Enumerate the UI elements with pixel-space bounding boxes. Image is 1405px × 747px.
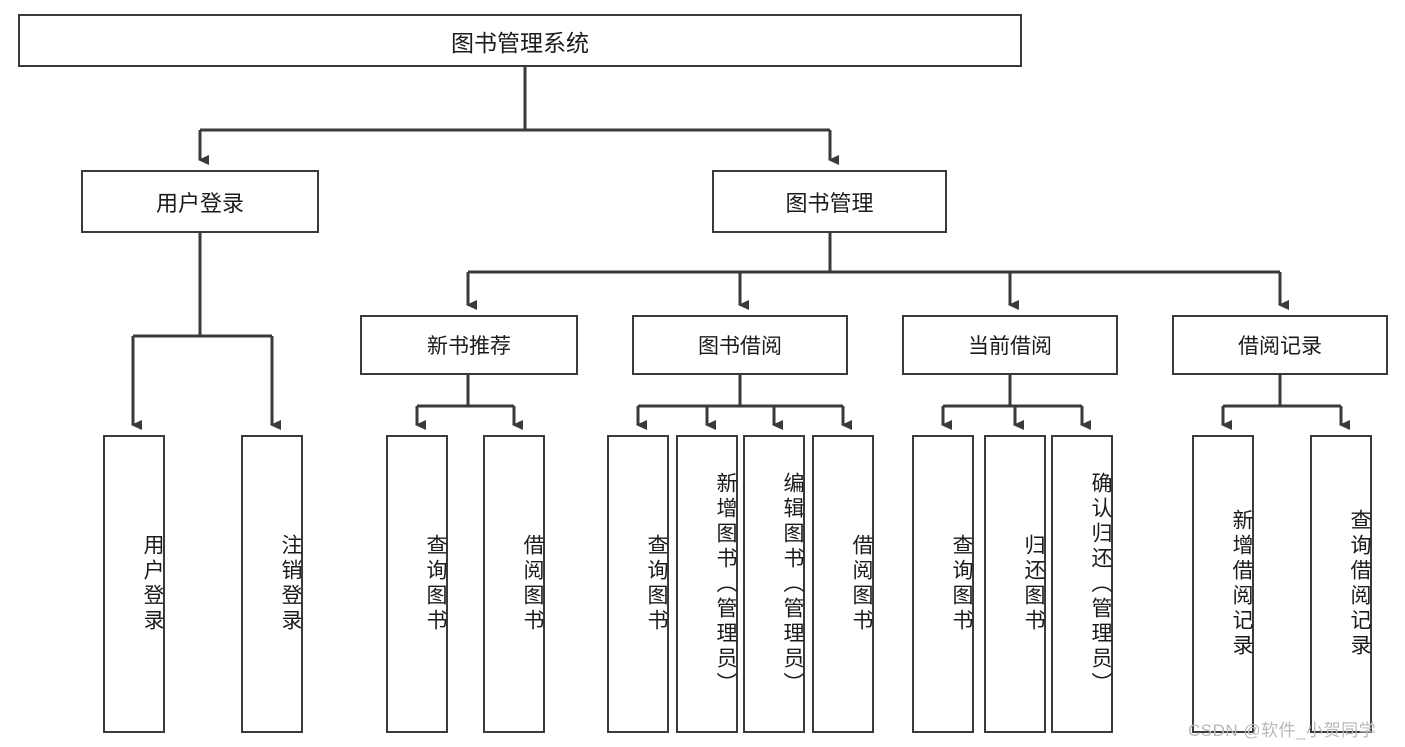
leaf-confirm-return-admin[interactable]: 确认归还（管理员） <box>1051 435 1113 733</box>
leaf-add-book-admin[interactable]: 新增图书（管理员） <box>676 435 738 733</box>
node-book-management[interactable]: 图书管理 <box>712 170 947 233</box>
leaf-query-books-borrow[interactable]: 查询图书 <box>607 435 669 733</box>
leaf-borrow-books[interactable]: 借阅图书 <box>812 435 874 733</box>
leaf-label: 借阅图书 <box>521 534 544 634</box>
leaf-query-borrow-record[interactable]: 查询借阅记录 <box>1310 435 1372 733</box>
leaf-label: 注销登录 <box>279 534 302 634</box>
leaf-label: 新增借阅记录 <box>1230 509 1253 659</box>
leaf-label: 编辑图书（管理员） <box>781 471 804 697</box>
node-root-system[interactable]: 图书管理系统 <box>18 14 1022 67</box>
leaf-edit-book-admin[interactable]: 编辑图书（管理员） <box>743 435 805 733</box>
csdn-watermark: CSDN @软件_小贺同学 <box>1188 721 1377 740</box>
node-new-book-recommend[interactable]: 新书推荐 <box>360 315 578 375</box>
leaf-label: 查询图书 <box>424 534 447 634</box>
leaf-label: 新增图书（管理员） <box>714 471 737 697</box>
node-current-borrow[interactable]: 当前借阅 <box>902 315 1118 375</box>
node-user-login[interactable]: 用户登录 <box>81 170 319 233</box>
leaf-label: 查询图书 <box>950 534 973 634</box>
leaf-add-borrow-record[interactable]: 新增借阅记录 <box>1192 435 1254 733</box>
leaf-label: 用户登录 <box>141 534 164 634</box>
leaf-label: 借阅图书 <box>850 534 873 634</box>
leaf-query-books-current[interactable]: 查询图书 <box>912 435 974 733</box>
leaf-query-books-rec[interactable]: 查询图书 <box>386 435 448 733</box>
leaf-borrow-books-rec[interactable]: 借阅图书 <box>483 435 545 733</box>
leaf-label: 确认归还（管理员） <box>1089 471 1112 697</box>
node-book-borrow[interactable]: 图书借阅 <box>632 315 848 375</box>
node-borrow-record[interactable]: 借阅记录 <box>1172 315 1388 375</box>
leaf-label: 查询图书 <box>645 534 668 634</box>
leaf-user-login[interactable]: 用户登录 <box>103 435 165 733</box>
leaf-return-books[interactable]: 归还图书 <box>984 435 1046 733</box>
leaf-label: 查询借阅记录 <box>1348 509 1371 659</box>
leaf-logout-login[interactable]: 注销登录 <box>241 435 303 733</box>
leaf-label: 归还图书 <box>1022 534 1045 634</box>
